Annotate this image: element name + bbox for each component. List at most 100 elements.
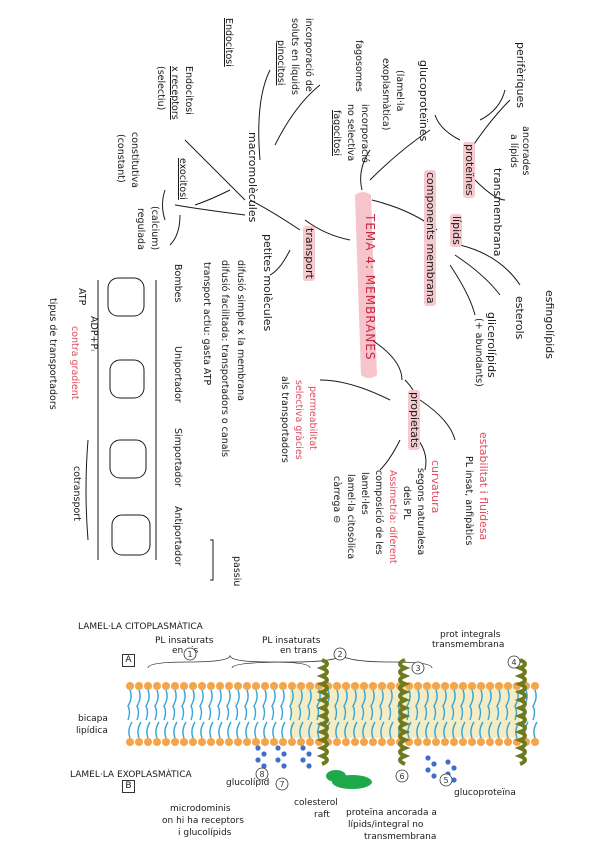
callout-circle <box>411 661 425 675</box>
lipid-tail <box>253 689 258 721</box>
lipid-tail <box>244 689 249 721</box>
prot-int-2: transmembrana <box>432 640 505 650</box>
integral-protein <box>514 658 527 766</box>
microdominis-3: i glucolípids <box>178 828 232 838</box>
lipid-tail <box>163 689 168 721</box>
bicapa-2: lipídica <box>76 726 108 736</box>
lipid-tail <box>208 689 213 721</box>
lipid-head <box>414 682 422 690</box>
callout-circle <box>183 647 197 661</box>
lipid-head <box>369 682 377 690</box>
lipid-head <box>423 682 431 690</box>
lipid-head <box>135 738 143 746</box>
lipid-head <box>387 682 395 690</box>
callout-number: 2 <box>337 650 342 659</box>
lipid-tail <box>505 689 510 721</box>
microdominis-2: on hi ha receptors <box>162 816 244 826</box>
lipid-tail <box>470 721 475 739</box>
lipid-tail <box>506 721 511 739</box>
sugar <box>451 777 457 783</box>
lipid-tail <box>352 689 357 721</box>
sugar <box>431 773 437 779</box>
pl-trans-1: PL insaturats <box>262 636 321 646</box>
lipid-tail <box>416 721 421 739</box>
lipid-head <box>162 682 170 690</box>
sugar <box>255 757 261 763</box>
lipid-tail <box>181 689 186 721</box>
lipid-head <box>342 738 350 746</box>
lipid-head <box>243 738 251 746</box>
sugar <box>425 767 431 773</box>
lipid-head <box>144 682 152 690</box>
callout-number: 4 <box>511 658 516 667</box>
lipid-head <box>171 738 179 746</box>
integral-protein <box>398 658 411 766</box>
lipid-head <box>225 738 233 746</box>
lipid-head <box>198 682 206 690</box>
lipid-head <box>234 738 242 746</box>
lipid-tail <box>145 689 150 721</box>
colesterol-1: colesterol <box>294 798 338 808</box>
lipid-tail <box>280 689 285 721</box>
lipid-tail <box>308 721 313 739</box>
lipid-head <box>279 682 287 690</box>
sugar <box>306 763 312 769</box>
lipid-tail <box>173 721 178 739</box>
top-title: LAMEL·LA CITOPLASMÀTICA <box>78 622 203 632</box>
lipid-head <box>306 738 314 746</box>
lipid-head <box>459 682 467 690</box>
lipid-head <box>207 682 215 690</box>
glucolipid-label: glucolípid <box>226 778 270 788</box>
callout-number: 8 <box>259 770 264 779</box>
lipid-tail <box>415 689 420 721</box>
lipid-tail <box>127 689 132 721</box>
sugar <box>281 751 287 757</box>
sugar <box>300 757 306 763</box>
glucoproteina-label: glucoproteïna <box>454 788 516 798</box>
lipid-head <box>387 738 395 746</box>
lipid-tail <box>299 721 304 739</box>
lipid-head <box>180 738 188 746</box>
lipid-head <box>171 682 179 690</box>
transporter-uniport <box>109 359 145 399</box>
lipid-tail <box>271 689 276 721</box>
lipid-head <box>270 682 278 690</box>
anchored-protein <box>326 770 346 782</box>
lipid-head <box>297 738 305 746</box>
lipid-head <box>432 682 440 690</box>
transporter-antiport <box>111 514 151 556</box>
lipid-head <box>126 738 134 746</box>
lipid-head <box>486 738 494 746</box>
lipid-tail <box>128 721 133 739</box>
panel-b-label: B <box>122 780 135 793</box>
lipid-head <box>351 682 359 690</box>
lipid-head <box>432 738 440 746</box>
lipid-tail <box>452 721 457 739</box>
lipid-head <box>504 738 512 746</box>
sugar <box>445 759 451 765</box>
lipid-tail <box>289 689 294 721</box>
lipid-tail <box>199 689 204 721</box>
lipid-tail <box>137 721 142 739</box>
lipid-head <box>189 682 197 690</box>
lipid-head <box>207 738 215 746</box>
lipid-tail <box>461 721 466 739</box>
lipid-tail <box>227 721 232 739</box>
lipid-head <box>288 682 296 690</box>
lipid-head <box>459 738 467 746</box>
lipid-tail <box>262 689 267 721</box>
panel-a-label: A <box>122 654 135 667</box>
lipid-head <box>234 682 242 690</box>
lipid-tail <box>172 689 177 721</box>
lipid-tail <box>136 689 141 721</box>
lipid-head <box>252 738 260 746</box>
lipid-tail <box>154 689 159 721</box>
callout-number: 1 <box>187 650 192 659</box>
lipid-head <box>153 682 161 690</box>
lipid-tail <box>236 721 241 739</box>
prot-int-1: prot integrals <box>440 630 501 640</box>
lipid-head <box>369 738 377 746</box>
lipid-head <box>333 682 341 690</box>
ancorada-2: lípids/integral no <box>348 820 424 830</box>
